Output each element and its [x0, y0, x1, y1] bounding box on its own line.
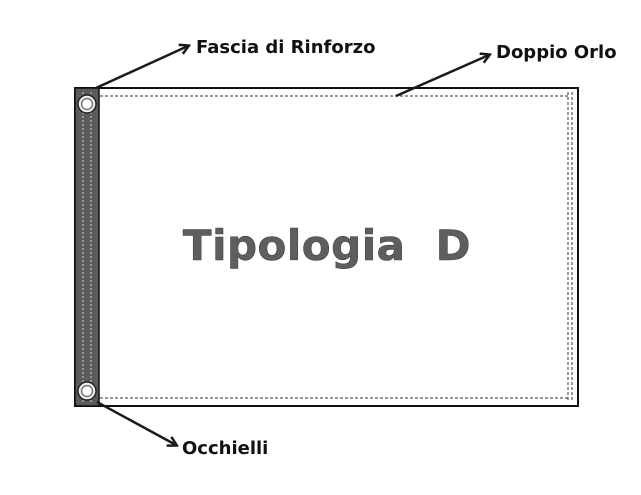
- arrow-icon: [95, 46, 188, 90]
- reinforcement-band: [74, 87, 100, 407]
- center-title: Tipologia D: [183, 221, 471, 270]
- eyelet-icon: [77, 94, 97, 114]
- label-reinforcement-band: Fascia di Rinforzo: [196, 37, 375, 58]
- arrow-icon: [395, 55, 489, 98]
- flag-outline: [74, 87, 579, 407]
- label-double-hem: Doppio Orlo: [496, 42, 617, 63]
- label-eyelets: Occhielli: [182, 438, 268, 459]
- eyelet-icon: [77, 381, 97, 401]
- arrow-icon: [96, 400, 176, 445]
